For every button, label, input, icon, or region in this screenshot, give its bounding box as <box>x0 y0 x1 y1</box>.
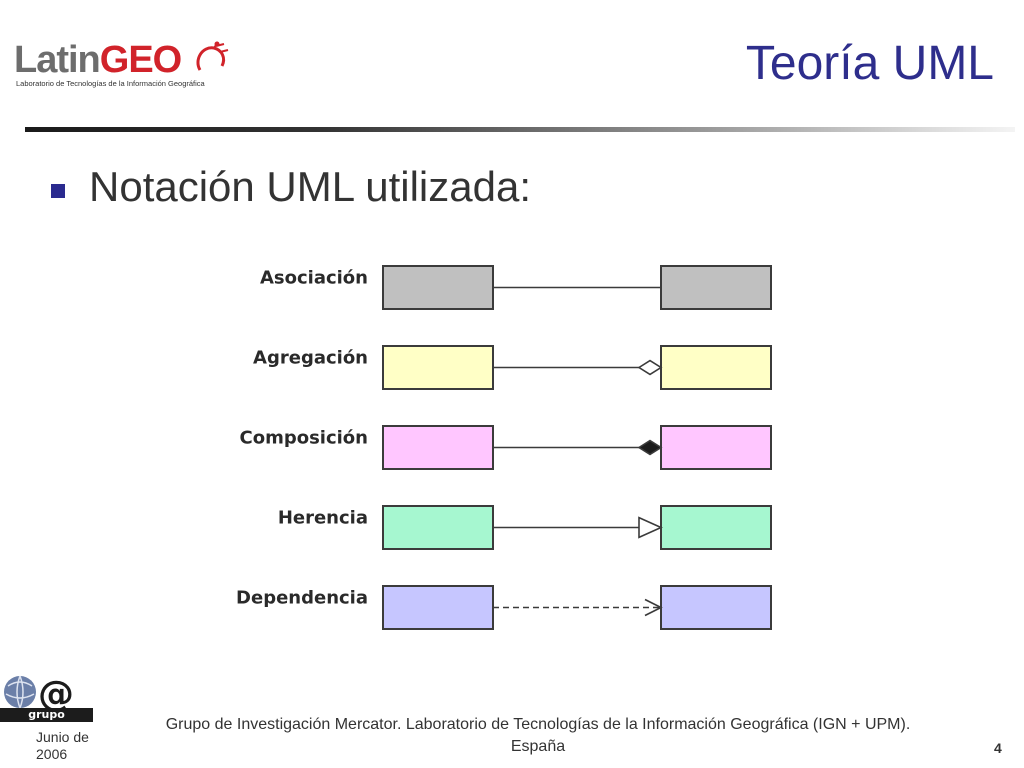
relation-label: Agregación <box>253 348 368 369</box>
grupo-mercator-label: grupo mercator <box>0 708 93 735</box>
logo-subtitle: Laboratorio de Tecnologías de la Informa… <box>16 79 205 88</box>
relation-label: Asociación <box>260 268 368 289</box>
class-box-left <box>382 505 494 550</box>
class-box-right <box>660 585 772 630</box>
class-box-right <box>660 505 772 550</box>
hollow-diamond-marker <box>637 359 663 376</box>
logo-figure-icon <box>196 41 229 71</box>
class-box-left <box>382 265 494 310</box>
uml-notation-diagram: AsociaciónAgregaciónComposiciónHerenciaD… <box>236 265 772 630</box>
hollow-triangle-marker <box>638 516 663 539</box>
relation-herencia: Herencia <box>278 505 772 550</box>
slide-title: Teoría UML <box>745 37 994 90</box>
bullet-text: Notación UML utilizada: <box>89 163 531 210</box>
class-box-left <box>382 585 494 630</box>
class-box-right <box>660 425 772 470</box>
logo-wordmark: LatinGEO <box>14 39 182 81</box>
footer-date: Junio de 2006 <box>36 729 89 762</box>
footer-description: Grupo de Investigación Mercator. Laborat… <box>128 714 948 758</box>
footer-line-2: España <box>510 738 566 755</box>
relation-asociacion: Asociación <box>260 265 772 310</box>
page-number: 4 <box>994 740 1002 756</box>
relation-agregacion: Agregación <box>253 345 772 390</box>
relation-label: Dependencia <box>236 588 368 609</box>
footer-line-1: Grupo de Investigación Mercator. Laborat… <box>165 716 911 733</box>
title-divider <box>25 127 1015 132</box>
class-box-left <box>382 425 494 470</box>
latingeo-logo: LatinGEO Laboratorio de Tecnologías de l… <box>14 39 229 92</box>
relation-label: Composición <box>240 428 369 449</box>
class-box-right <box>660 265 772 310</box>
class-box-right <box>660 345 772 390</box>
open-arrow-marker <box>644 598 663 617</box>
filled-diamond-marker <box>637 439 663 456</box>
relation-label: Herencia <box>278 508 368 529</box>
class-box-left <box>382 345 494 390</box>
bullet-square-icon <box>51 184 65 198</box>
relation-dependencia: Dependencia <box>236 585 772 630</box>
relation-composicion: Composición <box>240 425 772 470</box>
